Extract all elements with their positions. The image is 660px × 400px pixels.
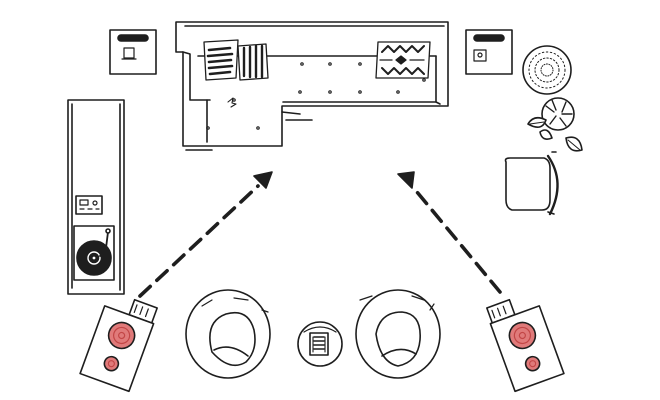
round-rug <box>522 45 572 95</box>
lounge-chair-left <box>185 289 271 379</box>
throw-pillow-patterned <box>375 41 431 79</box>
desk-chair <box>504 151 559 216</box>
speaker-right <box>486 298 565 393</box>
potted-plant <box>527 97 583 152</box>
turntable <box>73 225 115 281</box>
coffee-table <box>297 321 343 367</box>
speaker-left <box>79 298 158 393</box>
side-table-right <box>465 29 513 75</box>
throw-pillow-striped <box>203 39 269 81</box>
radio <box>75 195 103 215</box>
listening-arrow-right <box>397 171 502 294</box>
side-table-left <box>109 29 157 75</box>
lounge-chair-right <box>355 289 441 379</box>
listening-arrow-left <box>138 171 273 298</box>
